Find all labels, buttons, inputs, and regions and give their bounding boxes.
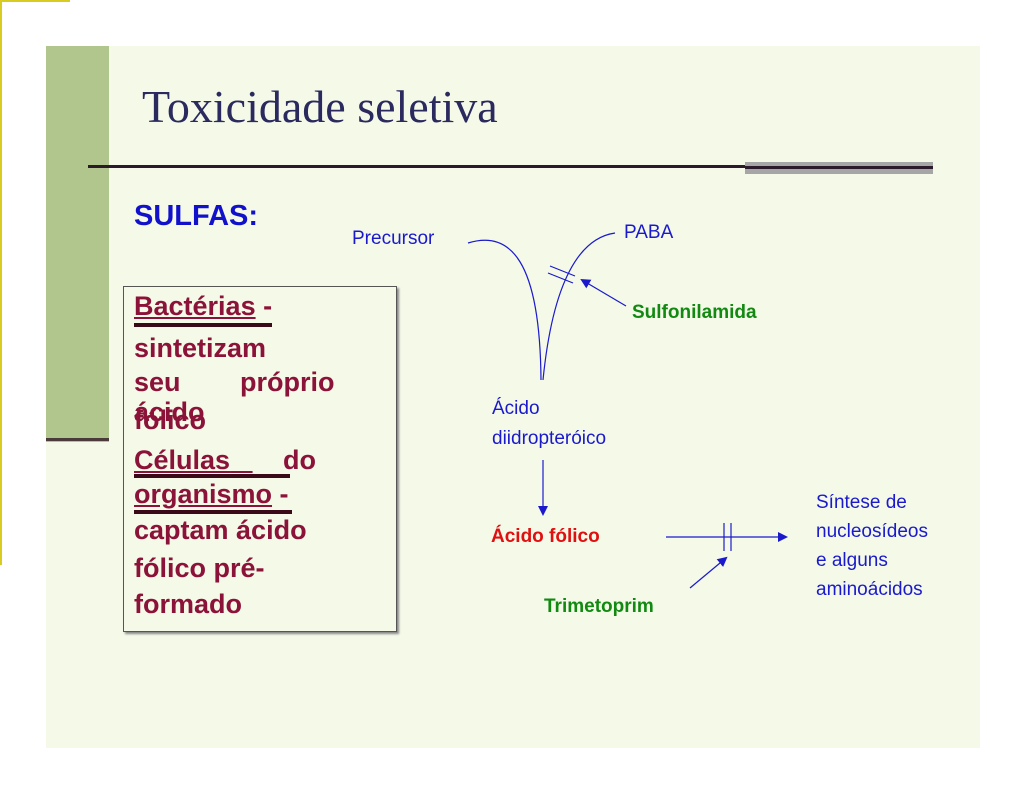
box-line-do: do (283, 445, 316, 475)
sintese-label-2: nucleosídeos (816, 521, 928, 542)
sintese-label-3: e alguns (816, 550, 888, 571)
box-line-captam: captam ácido (134, 515, 307, 545)
celulas-label: Células (134, 445, 231, 475)
box-line-organismo: organismo - (134, 478, 289, 510)
precursor-curve (467, 239, 542, 381)
box-line-formado: formado (134, 589, 242, 619)
paba-block-mark-1 (549, 265, 576, 277)
paba-curve (542, 232, 616, 381)
paba-label: PABA (624, 222, 674, 243)
sulfonilamida-label: Sulfonilamida (632, 302, 757, 323)
accent-bar-edge (46, 438, 109, 441)
bacterias-dash: - (255, 291, 273, 321)
title-rule-end (745, 166, 933, 169)
corner-decor-vertical (0, 0, 2, 565)
paba-block-mark-2 (547, 272, 574, 284)
box-line-folico-pre: fólico pré- (134, 553, 265, 583)
box-line-sintetizam: sintetizam (134, 333, 267, 363)
title-rule (88, 165, 758, 168)
acido-folico-label: Ácido fólico (491, 526, 600, 547)
corner-decor-horizontal (0, 0, 70, 2)
sulfas-heading: SULFAS: (134, 200, 259, 232)
sulfonilamida-arrow (580, 278, 627, 307)
bacterias-label: Bactérias (134, 291, 256, 321)
box-line-acido: ácido (134, 397, 205, 427)
acido-diidropteroico-label-1: Ácido (492, 398, 540, 419)
box-line-celulas: Células (134, 444, 253, 476)
info-box (123, 286, 397, 632)
trimetoprim-label: Trimetoprim (544, 596, 654, 617)
precursor-label: Precursor (352, 228, 435, 249)
box-line-bacterias: Bactérias - (134, 290, 272, 322)
box-line-proprio: próprio (240, 367, 335, 397)
box-line-seu: seu (134, 367, 181, 397)
organismo-dash: - (272, 479, 289, 509)
organismo-label: organismo (134, 479, 273, 509)
box-line-folico: fólico (134, 405, 206, 435)
sintese-label-4: aminoácidos (816, 579, 923, 600)
sintese-label-1: Síntese de (816, 492, 907, 513)
acido-diidropteroico-label-2: diidropteróico (492, 428, 607, 449)
trimetoprim-arrow (689, 556, 728, 589)
slide-title: Toxicidade seletiva (142, 81, 498, 132)
slide-accent-bar (46, 46, 109, 442)
